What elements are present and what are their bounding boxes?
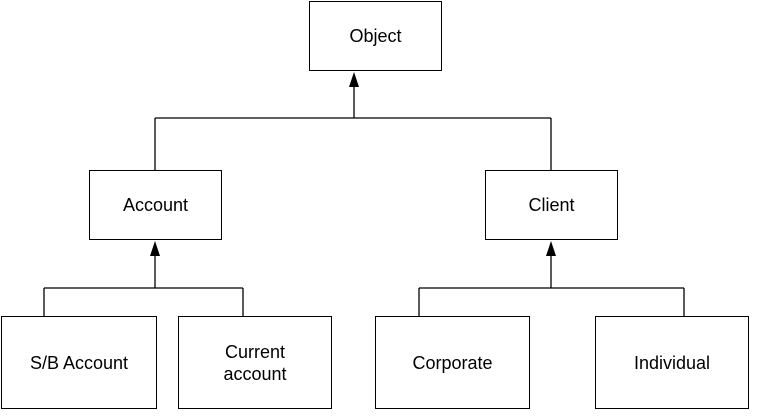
- node-client: Client: [485, 170, 618, 240]
- node-object: Object: [309, 1, 442, 71]
- arrowhead-client: [546, 241, 556, 256]
- node-current-account: Current account: [178, 316, 332, 409]
- node-corporate-label: Corporate: [412, 352, 493, 373]
- node-current-account-label: Current account: [223, 341, 287, 384]
- node-account: Account: [89, 170, 222, 240]
- node-account-label: Account: [122, 195, 189, 215]
- node-individual: Individual: [595, 316, 749, 409]
- node-corporate: Corporate: [375, 316, 530, 409]
- node-client-label: Client: [528, 195, 575, 215]
- node-sb-account-label: S/B Account: [29, 352, 129, 373]
- node-individual-label: Individual: [633, 352, 711, 373]
- node-object-label: Object: [349, 26, 402, 46]
- arrowhead-object: [349, 72, 359, 87]
- arrowhead-account: [150, 241, 160, 256]
- node-sb-account: S/B Account: [1, 316, 157, 409]
